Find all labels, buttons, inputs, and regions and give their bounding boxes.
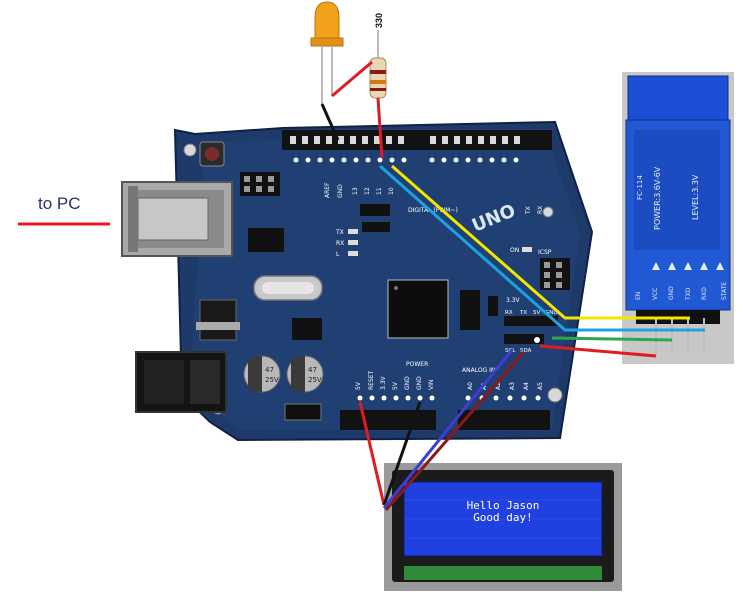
lcd-line-2: Good day!: [473, 511, 533, 524]
voltage-regulator: [199, 299, 237, 341]
svg-text:GND: GND: [668, 286, 675, 300]
svg-text:VCC: VCC: [652, 288, 659, 300]
svg-text:47: 47: [308, 366, 317, 374]
mounting-hole: [183, 143, 197, 157]
analog-header: ANALOG IN A0 A1 A2 A3 A4 A5: [458, 367, 550, 430]
wire-cyan-rx: [379, 164, 705, 332]
svg-text:GND: GND: [416, 376, 423, 390]
orange-led: [310, 1, 344, 104]
svg-text:TX: TX: [525, 206, 532, 215]
svg-text:A2: A2: [495, 382, 502, 390]
svg-text:TX: TX: [335, 229, 344, 236]
wire-resistor-pin: [376, 97, 384, 159]
svg-text:ANALOG IN: ANALOG IN: [462, 367, 495, 374]
svg-text:L: L: [336, 251, 340, 258]
wire-lcd-scl: [382, 349, 514, 509]
svg-text:AREF: AREF: [324, 182, 331, 198]
lcd-line-1: Hello Jason: [467, 499, 540, 512]
capacitor: 47 25V: [243, 355, 281, 393]
svg-text:RX: RX: [336, 240, 344, 247]
svg-text:A5: A5: [537, 382, 544, 390]
svg-text:3.3V: 3.3V: [506, 297, 521, 304]
icsp2-header: [240, 172, 280, 196]
svg-text:ICSP: ICSP: [538, 249, 552, 256]
svg-text:ON: ON: [510, 247, 519, 254]
usb-b-connector: [121, 181, 233, 257]
wire-lcd-gnd: [382, 401, 422, 506]
svg-text:TXD: TXD: [685, 287, 692, 301]
svg-text:12: 12: [364, 187, 371, 195]
pc-label: to PC: [38, 194, 81, 213]
svg-text:EN: EN: [635, 292, 642, 300]
svg-text:13: 13: [352, 187, 359, 195]
wire-led-gnd: [320, 103, 340, 141]
mounting-hole: [547, 387, 563, 403]
svg-text:5V: 5V: [533, 310, 540, 316]
arduino-board: 47 25V 47 25V TX RX L ON: [121, 120, 594, 442]
bluetooth-module: POWER:3.6V-6V LEVEL:3.3V FC-114 STATE RX…: [622, 72, 734, 364]
svg-text:A0: A0: [467, 382, 474, 390]
svg-text:25V: 25V: [308, 376, 322, 384]
usb-chip: [248, 228, 284, 252]
svg-text:RXD: RXD: [701, 287, 708, 300]
svg-text:11: 11: [376, 187, 383, 195]
svg-text:5V: 5V: [392, 381, 399, 390]
wire-red-vcc: [539, 344, 657, 358]
mounting-hole: [542, 206, 554, 218]
reset-button-cap: [205, 147, 219, 161]
wire-lcd-vcc: [358, 401, 386, 506]
svg-text:TX: TX: [519, 310, 527, 316]
wire-led-to-resistor: [331, 60, 373, 98]
svg-text:5V: 5V: [355, 381, 362, 390]
resistor: 330: [369, 13, 387, 99]
digital-label: DIGITAL (PWM~): [408, 207, 458, 214]
bt-model-label: FC-114: [636, 175, 644, 200]
svg-text:SDA: SDA: [520, 348, 532, 354]
svg-text:A4: A4: [523, 382, 530, 390]
lcd-display: Hello Jason Good day!: [384, 463, 622, 591]
svg-text:RX: RX: [537, 206, 544, 214]
svg-text:GND: GND: [337, 184, 344, 198]
crystal-oscillator: [253, 275, 323, 301]
digital-header: AREF GND 13 12 11 10 TX RX DIGITAL (PWM~…: [282, 130, 552, 215]
svg-text:POWER: POWER: [406, 361, 428, 368]
svg-text:STATE: STATE: [721, 282, 728, 300]
dc-power-jack: [135, 351, 227, 413]
capacitor: 47 25V: [286, 355, 324, 393]
icsp-header: ICSP: [538, 249, 570, 290]
wire-lcd-sda: [384, 351, 526, 511]
wire-yellow-tx: [391, 164, 690, 320]
bt-power-label: POWER:3.6V-6V: [653, 166, 662, 230]
svg-text:GND: GND: [404, 376, 411, 390]
bt-level-label: LEVEL:3.3V: [691, 174, 700, 220]
resistor-value: 330: [374, 13, 384, 28]
svg-text:A3: A3: [509, 382, 516, 390]
svg-text:VIN: VIN: [428, 380, 435, 390]
svg-text:47: 47: [265, 366, 274, 374]
microcontroller-chip: [387, 279, 449, 339]
wire-green-gnd: [551, 336, 673, 342]
svg-text:10: 10: [388, 187, 395, 195]
svg-text:GND: GND: [545, 310, 558, 316]
svg-text:25V: 25V: [265, 376, 279, 384]
status-leds: TX RX L ON: [335, 229, 532, 258]
svg-text:RESET: RESET: [368, 370, 375, 390]
svg-text:3.3V: 3.3V: [380, 375, 387, 390]
svg-text:RX: RX: [505, 310, 513, 316]
